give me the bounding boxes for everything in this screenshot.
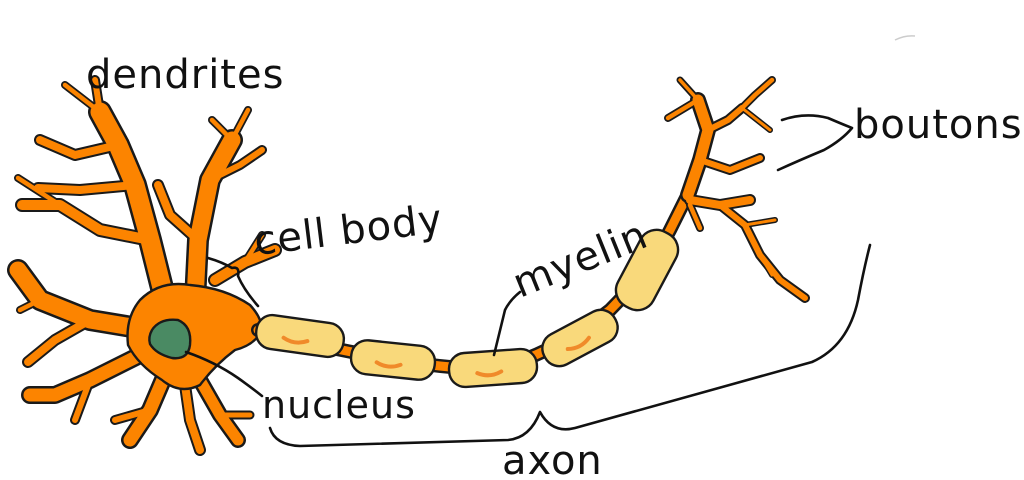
label-axon: axon — [502, 438, 603, 480]
boutons-brace — [778, 115, 852, 170]
myelin-leader — [494, 292, 520, 355]
stray-mark — [895, 36, 915, 40]
myelin-segment — [254, 313, 346, 359]
label-nucleus: nucleus — [262, 383, 416, 427]
soma — [128, 284, 263, 389]
dendrite-branches — [18, 80, 275, 450]
myelin-segment — [537, 304, 624, 372]
myelin-segment — [349, 339, 436, 382]
axon-terminal — [668, 80, 805, 298]
label-boutons: boutons — [854, 102, 1023, 148]
label-dendrites: dendrites — [86, 52, 284, 98]
cell-body — [18, 80, 275, 450]
label-cell-body: cell body — [252, 196, 446, 265]
